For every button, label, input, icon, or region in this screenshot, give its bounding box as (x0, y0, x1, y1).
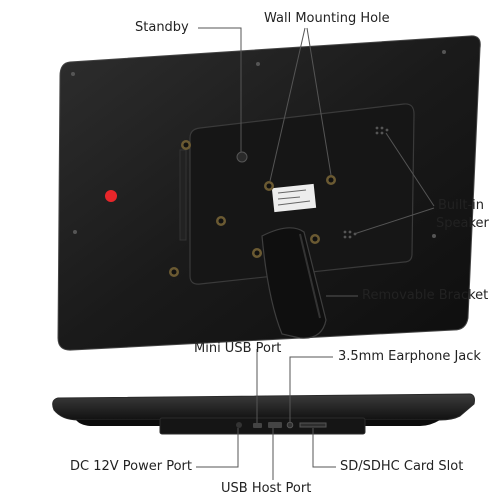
mounting-holes (169, 140, 336, 277)
speaker-grille-bottom (343, 230, 357, 239)
red-indicator-dot (105, 190, 117, 202)
rim-hole (442, 50, 446, 54)
mounting-hole (326, 175, 336, 185)
rim-hole (71, 72, 75, 76)
mounting-hole (264, 181, 274, 191)
label-built-in-speaker-line1: Built-in (438, 198, 485, 213)
device-edge-view (52, 393, 475, 421)
rim-hole (256, 62, 260, 66)
label-removable-bracket: Removable Bracket (362, 288, 489, 303)
dc-power-port[interactable] (236, 422, 242, 428)
leader-sd-card (312, 428, 336, 468)
label-standby: Standby (135, 20, 189, 35)
mounting-hole (252, 248, 262, 258)
sd-card-slot[interactable] (299, 422, 327, 428)
port-block (159, 417, 366, 435)
usb-host-port[interactable] (268, 422, 282, 428)
sticker-line (277, 196, 301, 200)
removable-bracket[interactable] (261, 227, 327, 339)
leader-earphone (289, 356, 333, 422)
leader-lines (196, 27, 435, 480)
side-vent (179, 149, 187, 241)
leader-dc-power (196, 428, 239, 468)
mounting-hole (169, 267, 179, 277)
label-built-in-speaker-line2: Speaker (436, 216, 489, 231)
label-usb-host-port: USB Host Port (221, 481, 312, 496)
mounting-hole (216, 216, 226, 226)
rim-hole (432, 234, 436, 238)
leader-speaker-top (385, 132, 435, 207)
earphone-jack[interactable] (286, 421, 294, 429)
standby-button[interactable] (236, 151, 248, 163)
leader-mounting-left (269, 27, 306, 182)
label-wall-mounting-hole: Wall Mounting Hole (264, 11, 390, 26)
label-earphone-jack: 3.5mm Earphone Jack (338, 349, 481, 364)
sticker-line (277, 200, 311, 206)
mounting-hole (310, 234, 320, 244)
mounting-hole (181, 140, 191, 150)
label-sd-card-slot: SD/SDHC Card Slot (340, 459, 464, 474)
label-mini-usb-port: Mini USB Port (194, 341, 282, 356)
bracket-highlight (299, 233, 321, 319)
mini-usb-port[interactable] (253, 423, 262, 428)
leader-standby (198, 27, 242, 152)
sticker-line (277, 189, 307, 194)
leader-speaker-bottom (353, 207, 435, 235)
rim-hole (73, 230, 77, 234)
speaker-grille-top (375, 126, 389, 135)
leader-mounting-right (306, 27, 332, 176)
label-dc-power-port: DC 12V Power Port (70, 459, 192, 474)
